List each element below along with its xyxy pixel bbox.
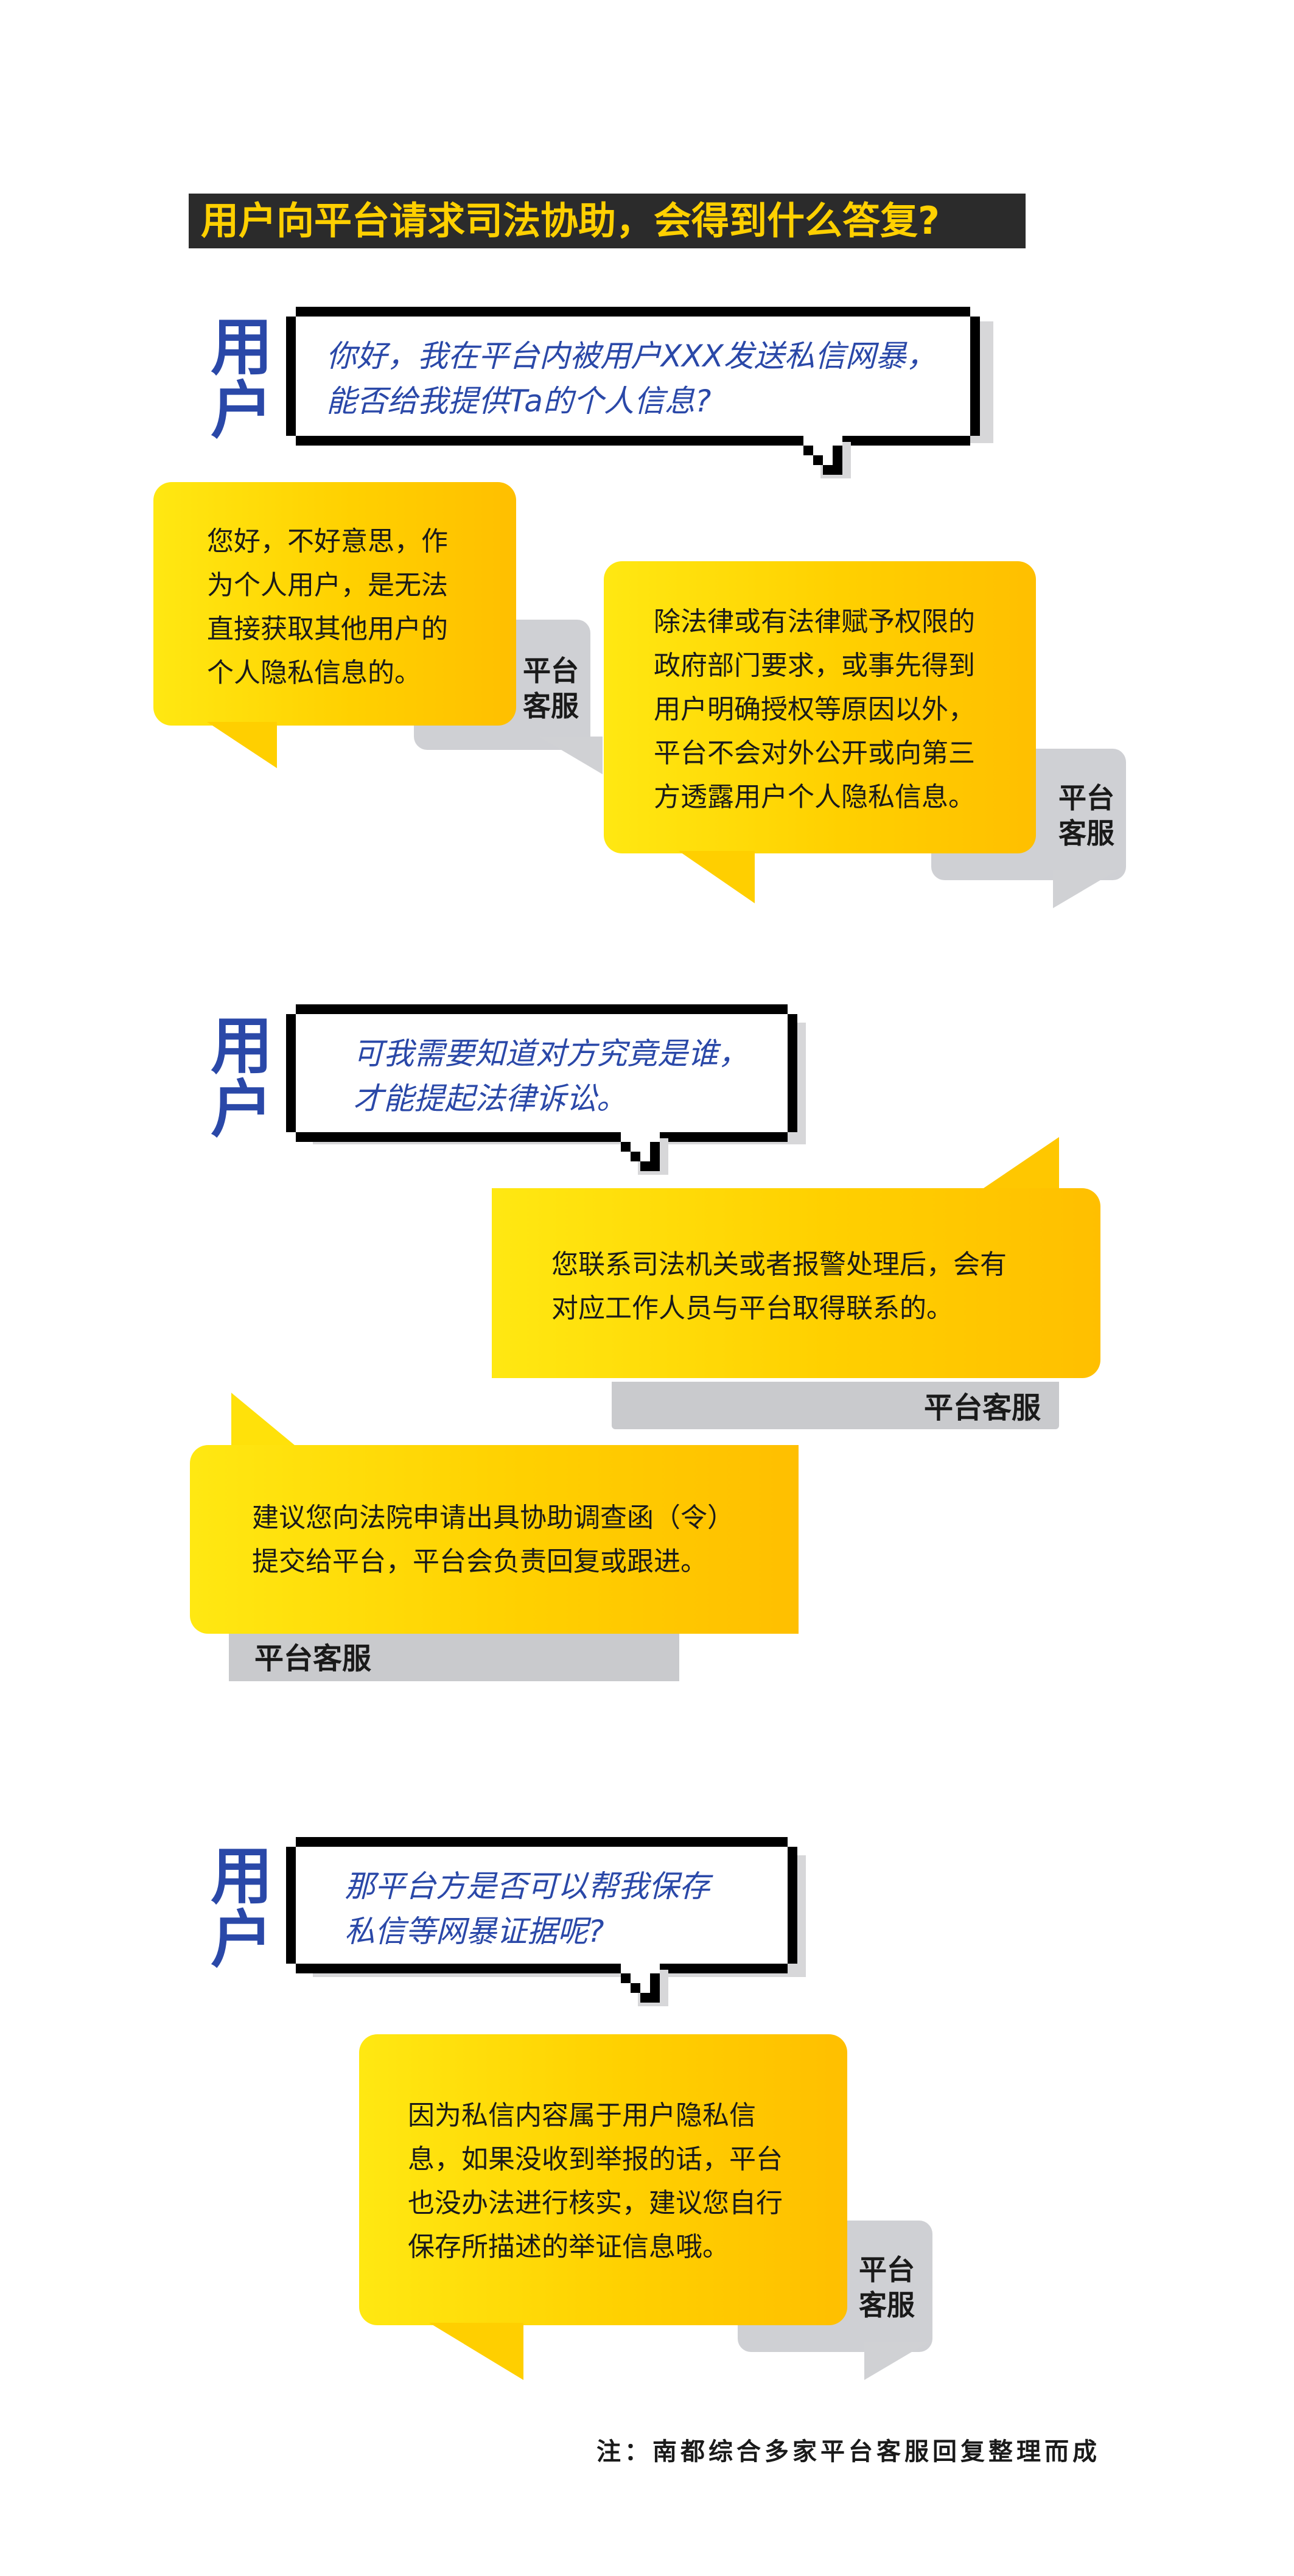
agent-tag: 平台客服 bbox=[612, 1382, 1059, 1429]
agent-reply: 除法律或有法律赋予权限的 政府部门要求，或事先得到 用户明确授权等原因以外， 平… bbox=[604, 561, 1036, 853]
user-message: 你好，我在平台内被用户XXX发送私信网暴， 能否给我提供Ta的个人信息? bbox=[326, 338, 937, 419]
user-label: 用 户 bbox=[211, 1010, 273, 1146]
footnote: 注：南都综合多家平台客服回复整理而成 bbox=[596, 2438, 1100, 2466]
user-label: 用 户 bbox=[211, 312, 273, 447]
user-message: 那平台方是否可以帮我保存 私信等网暴证据呢? bbox=[344, 1869, 710, 1949]
page-title: 用户向平台请求司法协助，会得到什么答复? bbox=[189, 194, 1026, 248]
agent-tag: 平台客服 bbox=[229, 1633, 679, 1681]
agent-reply: 因为私信内容属于用户隐私信 息，如果没收到举报的话，平台 也没办法进行核实，建议… bbox=[359, 2034, 847, 2325]
agent-reply: 建议您向法院申请出具协助调查函（令） 提交给平台，平台会负责回复或跟进。 bbox=[190, 1445, 799, 1634]
user-label: 用 户 bbox=[211, 1841, 273, 1976]
user-message: 可我需要知道对方究竟是谁， 才能提起法律诉讼。 bbox=[353, 1036, 749, 1116]
agent-reply: 您联系司法机关或者报警处理后，会有 对应工作人员与平台取得联系的。 bbox=[492, 1188, 1100, 1378]
agent-reply: 您好，不好意思，作 为个人用户，是无法 直接获取其他用户的 个人隐私信息的。 bbox=[153, 482, 516, 726]
